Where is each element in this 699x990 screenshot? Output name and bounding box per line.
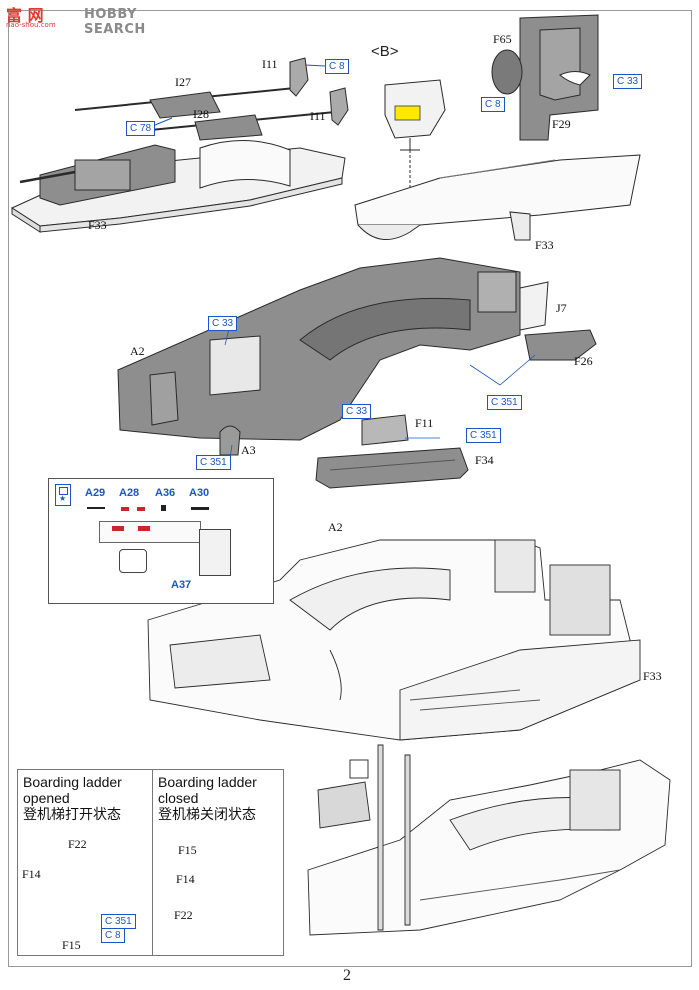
paint-callout-c351-open: C 351 — [101, 914, 136, 929]
fuselage-side-step2 — [117, 257, 597, 489]
inset-label-a30: A30 — [189, 487, 210, 499]
part-label-f26: F26 — [574, 354, 593, 368]
part-label-i11-b: I11 — [310, 109, 326, 123]
part-label-f34: F34 — [475, 453, 494, 467]
paint-callout-c351-c: C 351 — [196, 455, 231, 470]
fuselage-step4 — [307, 744, 671, 936]
inset-label-a36: A36 — [155, 487, 176, 499]
paint-callout-c33-d: C 33 — [342, 404, 372, 419]
part-label-i11-a: I11 — [262, 57, 278, 71]
part-label-i27: I27 — [175, 75, 191, 89]
paint-callout-c33-b: C 33 — [613, 74, 643, 89]
part-label-f14-open: F14 — [22, 867, 41, 881]
detail-inset: ★ A29 A28 A36 A30 A37 — [48, 478, 274, 604]
part-label-f22-open: F22 — [68, 837, 87, 851]
paint-callout-c8-open: C 8 — [101, 928, 125, 943]
paint-callout-c351-a: C 351 — [487, 395, 522, 410]
part-label-f15-closed: F15 — [178, 843, 197, 857]
ladder-opened-caption: Boarding ladder opened 登机梯打开状态 — [23, 774, 122, 822]
paint-callout-c78: C 78 — [126, 121, 156, 136]
part-label-f29: F29 — [552, 117, 571, 131]
inset-label-a29: A29 — [85, 487, 106, 499]
page-number: 2 — [343, 967, 351, 984]
inset-label-a37: A37 — [171, 579, 192, 591]
view-label-b: <B> — [371, 43, 399, 60]
paint-callout-c8: C 8 — [325, 59, 349, 74]
decal-icon: ★ — [55, 484, 71, 506]
part-label-i28: I28 — [193, 107, 209, 121]
paint-callout-c351-b: C 351 — [466, 428, 501, 443]
part-label-f11: F11 — [415, 416, 434, 430]
paint-callout-c8-b: C 8 — [481, 97, 505, 112]
paint-callout-c33-c: C 33 — [208, 316, 238, 331]
part-label-a3: A3 — [241, 443, 256, 457]
part-label-f65: F65 — [493, 32, 512, 46]
watermark-logo: 富 网 HOBBY SEARCH nao-shou.com — [6, 6, 146, 37]
part-label-f33-a: F33 — [88, 218, 107, 232]
part-label-a2-a: A2 — [130, 344, 145, 358]
part-label-f15-open: F15 — [62, 938, 81, 952]
part-label-j7: J7 — [556, 301, 567, 315]
seat-bulkhead-group — [354, 14, 641, 241]
part-label-f22-closed: F22 — [174, 908, 193, 922]
ladder-closed-inset: Boarding ladder closed 登机梯关闭状态 — [152, 769, 284, 956]
part-label-f33-c: F33 — [643, 669, 662, 683]
ladder-closed-caption: Boarding ladder closed 登机梯关闭状态 — [158, 774, 257, 822]
gun-section-group — [10, 57, 349, 233]
part-label-f14-closed: F14 — [176, 872, 195, 886]
page-frame — [8, 10, 692, 967]
inset-label-a28: A28 — [119, 487, 140, 499]
part-label-f33-b: F33 — [535, 238, 554, 252]
part-label-a2-b: A2 — [328, 520, 343, 534]
inset-panel — [99, 521, 201, 543]
